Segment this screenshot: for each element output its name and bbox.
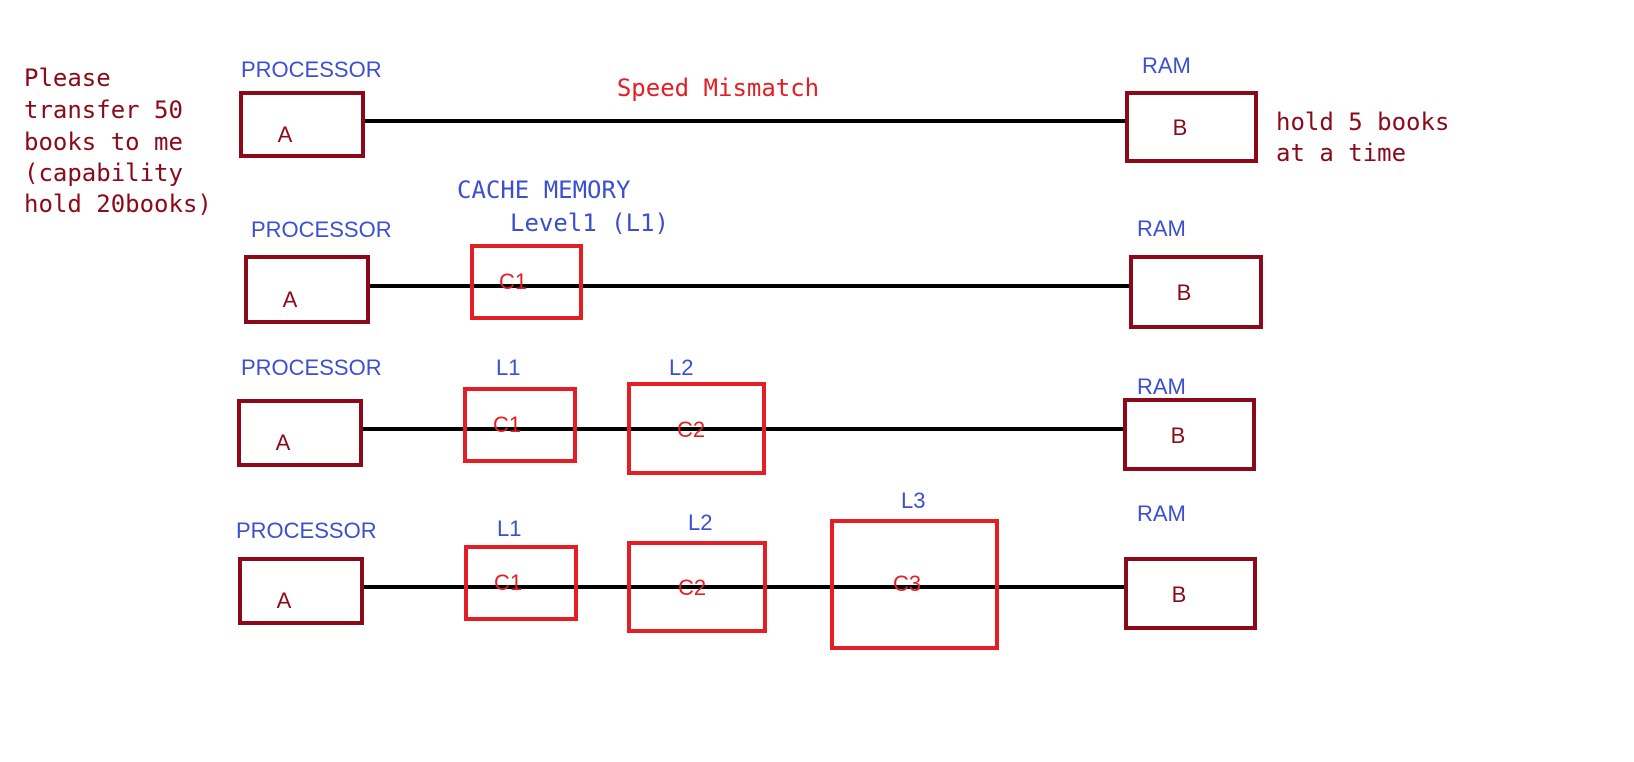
l2-label: L2 bbox=[669, 355, 693, 380]
processor-label: PROCESSOR bbox=[251, 217, 392, 242]
cache-c2-label: C2 bbox=[678, 575, 706, 600]
cache-c1-box bbox=[463, 387, 577, 463]
processor-box bbox=[237, 399, 363, 467]
processor-label: PROCESSOR bbox=[241, 355, 382, 380]
cache-c1-label: C1 bbox=[499, 269, 527, 294]
speed-mismatch-label: Speed Mismatch bbox=[617, 74, 819, 102]
left-note-line-5: hold 20books) bbox=[24, 190, 212, 218]
left-note-line-2: transfer 50 bbox=[24, 96, 183, 124]
cache-memory-label: CACHE MEMORY bbox=[457, 176, 631, 204]
ram-box bbox=[1123, 398, 1256, 471]
ram-label: RAM bbox=[1137, 374, 1186, 399]
cache-c2-box bbox=[627, 541, 767, 633]
ram-label: RAM bbox=[1142, 53, 1191, 78]
l3-label: L3 bbox=[901, 488, 925, 513]
level1-label: Level1 (L1) bbox=[510, 209, 669, 237]
processor-box bbox=[238, 557, 364, 625]
left-note-line-3: books to me bbox=[24, 128, 183, 156]
l2-label: L2 bbox=[688, 510, 712, 535]
ram-node-label: B bbox=[1173, 115, 1188, 140]
right-note-line-2: at a time bbox=[1276, 139, 1406, 167]
left-note-line-4: (capability bbox=[24, 159, 183, 187]
cache-c3-label: C3 bbox=[893, 571, 921, 596]
row-4: PROCESSOR A L1 C1 L2 C2 L3 C3 RAM B bbox=[236, 488, 1257, 650]
processor-node-label: A bbox=[283, 287, 298, 312]
right-note-line-1: hold 5 books bbox=[1276, 108, 1449, 136]
left-note: Please transfer 50 books to me (capabili… bbox=[24, 64, 212, 218]
processor-box bbox=[239, 91, 365, 158]
l1-label: L1 bbox=[496, 355, 520, 380]
ram-label: RAM bbox=[1137, 501, 1186, 526]
ram-node-label: B bbox=[1177, 280, 1192, 305]
row-2: CACHE MEMORY Level1 (L1) PROCESSOR A C1 … bbox=[244, 176, 1263, 329]
cache-c3-box bbox=[830, 519, 999, 650]
ram-box bbox=[1125, 91, 1258, 163]
ram-label: RAM bbox=[1137, 216, 1186, 241]
right-note: hold 5 books at a time bbox=[1276, 108, 1449, 167]
processor-node-label: A bbox=[277, 588, 292, 613]
row-3: PROCESSOR A L1 C1 L2 C2 RAM B bbox=[237, 355, 1256, 475]
ram-box bbox=[1129, 255, 1263, 329]
cache-c2-label: C2 bbox=[677, 417, 705, 442]
cache-c2-box bbox=[627, 382, 766, 475]
processor-label: PROCESSOR bbox=[241, 57, 382, 82]
ram-node-label: B bbox=[1171, 423, 1186, 448]
left-note-line-1: Please bbox=[24, 64, 111, 92]
cache-c1-box bbox=[470, 244, 583, 320]
ram-box bbox=[1124, 557, 1257, 630]
cache-c1-box bbox=[464, 545, 578, 621]
processor-label: PROCESSOR bbox=[236, 518, 377, 543]
row-1: PROCESSOR A Speed Mismatch RAM B bbox=[239, 53, 1258, 163]
cache-c1-label: C1 bbox=[494, 570, 522, 595]
processor-node-label: A bbox=[278, 122, 293, 147]
cache-c1-label: C1 bbox=[493, 412, 521, 437]
processor-box bbox=[244, 255, 370, 324]
ram-node-label: B bbox=[1172, 582, 1187, 607]
l1-label: L1 bbox=[497, 516, 521, 541]
processor-node-label: A bbox=[276, 430, 291, 455]
